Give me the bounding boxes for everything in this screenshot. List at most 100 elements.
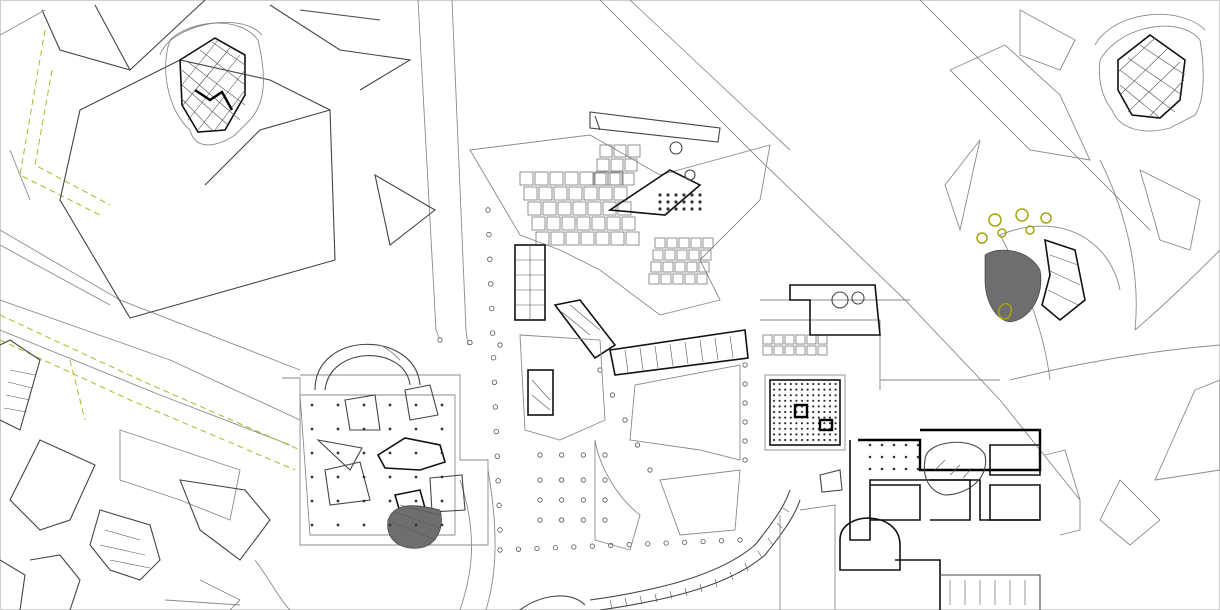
tree-ring	[534, 545, 540, 552]
tree-dot	[795, 427, 798, 430]
tree-dot	[834, 399, 837, 402]
grid-cell	[676, 249, 688, 261]
tree-dot	[800, 394, 804, 397]
tree-dot	[414, 475, 418, 479]
tree-ring	[490, 354, 497, 361]
tree-dot	[362, 403, 366, 407]
tree-dot	[892, 455, 896, 459]
grid-cell	[538, 186, 553, 201]
tree-dot	[784, 416, 787, 419]
tree-dot	[414, 499, 418, 503]
tree-dot	[440, 451, 444, 455]
tree-dot	[789, 405, 792, 408]
tree-dot	[834, 433, 837, 436]
tree-dot	[904, 443, 908, 447]
grid-cell	[806, 345, 817, 356]
tree-dot	[690, 200, 694, 204]
grid-cell	[576, 216, 591, 231]
grid-cell	[561, 216, 576, 231]
tree-dot	[310, 523, 314, 527]
tree-dot	[795, 433, 798, 436]
tree-dot	[904, 467, 908, 471]
tree-dot	[828, 410, 832, 414]
tree-dot	[817, 416, 820, 419]
tree-ring	[580, 452, 586, 458]
tree-ring	[580, 477, 586, 483]
tree-dot	[388, 475, 392, 479]
tree-dot	[772, 422, 776, 425]
tree-dot	[828, 416, 832, 419]
tree-dot	[789, 427, 792, 430]
tree-dot	[778, 422, 781, 425]
grid-cell	[613, 186, 628, 201]
tree-dot	[823, 410, 826, 414]
tree-dot	[817, 438, 820, 442]
grid-cell	[553, 186, 568, 201]
grid-cell	[579, 171, 594, 186]
grid-cell	[702, 237, 714, 249]
tree-dot	[778, 438, 781, 442]
tree-dot	[666, 200, 670, 204]
grid-cell	[674, 261, 686, 273]
tree-dot	[812, 422, 815, 425]
tree-dot	[666, 193, 670, 197]
tree-dot	[868, 443, 872, 447]
grid-cell	[660, 273, 672, 285]
grid-cell	[806, 334, 817, 345]
tree-dot	[795, 399, 798, 402]
tree-dot	[772, 388, 776, 391]
grid-cell	[784, 334, 795, 345]
tree-dot	[362, 523, 366, 527]
tree-dot	[440, 475, 444, 479]
tree-dot	[823, 399, 826, 402]
tree-dot	[823, 438, 826, 442]
tree-dot	[916, 455, 920, 459]
tree-dot	[823, 394, 826, 397]
tree-ring	[494, 453, 500, 459]
tree-ring	[742, 362, 748, 368]
tree-dot	[904, 455, 908, 459]
slab-buildings	[514, 244, 749, 416]
tree-ring	[496, 502, 502, 509]
tree-ring	[742, 457, 748, 463]
tree-dot	[812, 382, 815, 386]
tree-dot	[828, 388, 832, 391]
tree-dot	[658, 207, 662, 211]
grid-cell	[652, 249, 664, 261]
tree-dot	[789, 388, 792, 391]
tree-dot	[892, 443, 896, 447]
tree-dot	[336, 475, 340, 479]
tree-dot	[778, 427, 781, 430]
grid-cell	[773, 345, 784, 356]
tree-ring	[559, 477, 565, 483]
tree-dot	[823, 382, 826, 386]
tree-dot	[388, 523, 392, 527]
tree-dot	[806, 422, 809, 425]
sw-buildings	[0, 339, 291, 610]
tree-dot	[440, 403, 444, 407]
tree-dot	[806, 394, 809, 397]
tree-dot	[800, 427, 804, 430]
nw-lattice-pavilion	[159, 21, 264, 146]
grid-cell	[519, 171, 534, 186]
grid-cell	[627, 144, 641, 158]
tree-dot	[362, 451, 366, 455]
tree-ring	[602, 497, 608, 503]
tree-dot	[812, 399, 815, 402]
tree-dot	[784, 438, 787, 442]
tree-ring	[467, 339, 473, 346]
tree-ring	[491, 379, 498, 386]
tree-dot	[784, 422, 787, 425]
tree-dot	[336, 499, 340, 503]
tree-grid	[437, 207, 748, 553]
tree-dot	[388, 427, 392, 431]
tree-dot	[362, 427, 366, 431]
tree-ring	[718, 538, 725, 544]
tree-dot	[789, 382, 792, 386]
tree-dot	[414, 427, 418, 431]
tree-dot	[789, 422, 792, 425]
tree-ring	[602, 452, 608, 458]
grid-cell	[690, 237, 702, 249]
tree-dot	[658, 200, 662, 204]
